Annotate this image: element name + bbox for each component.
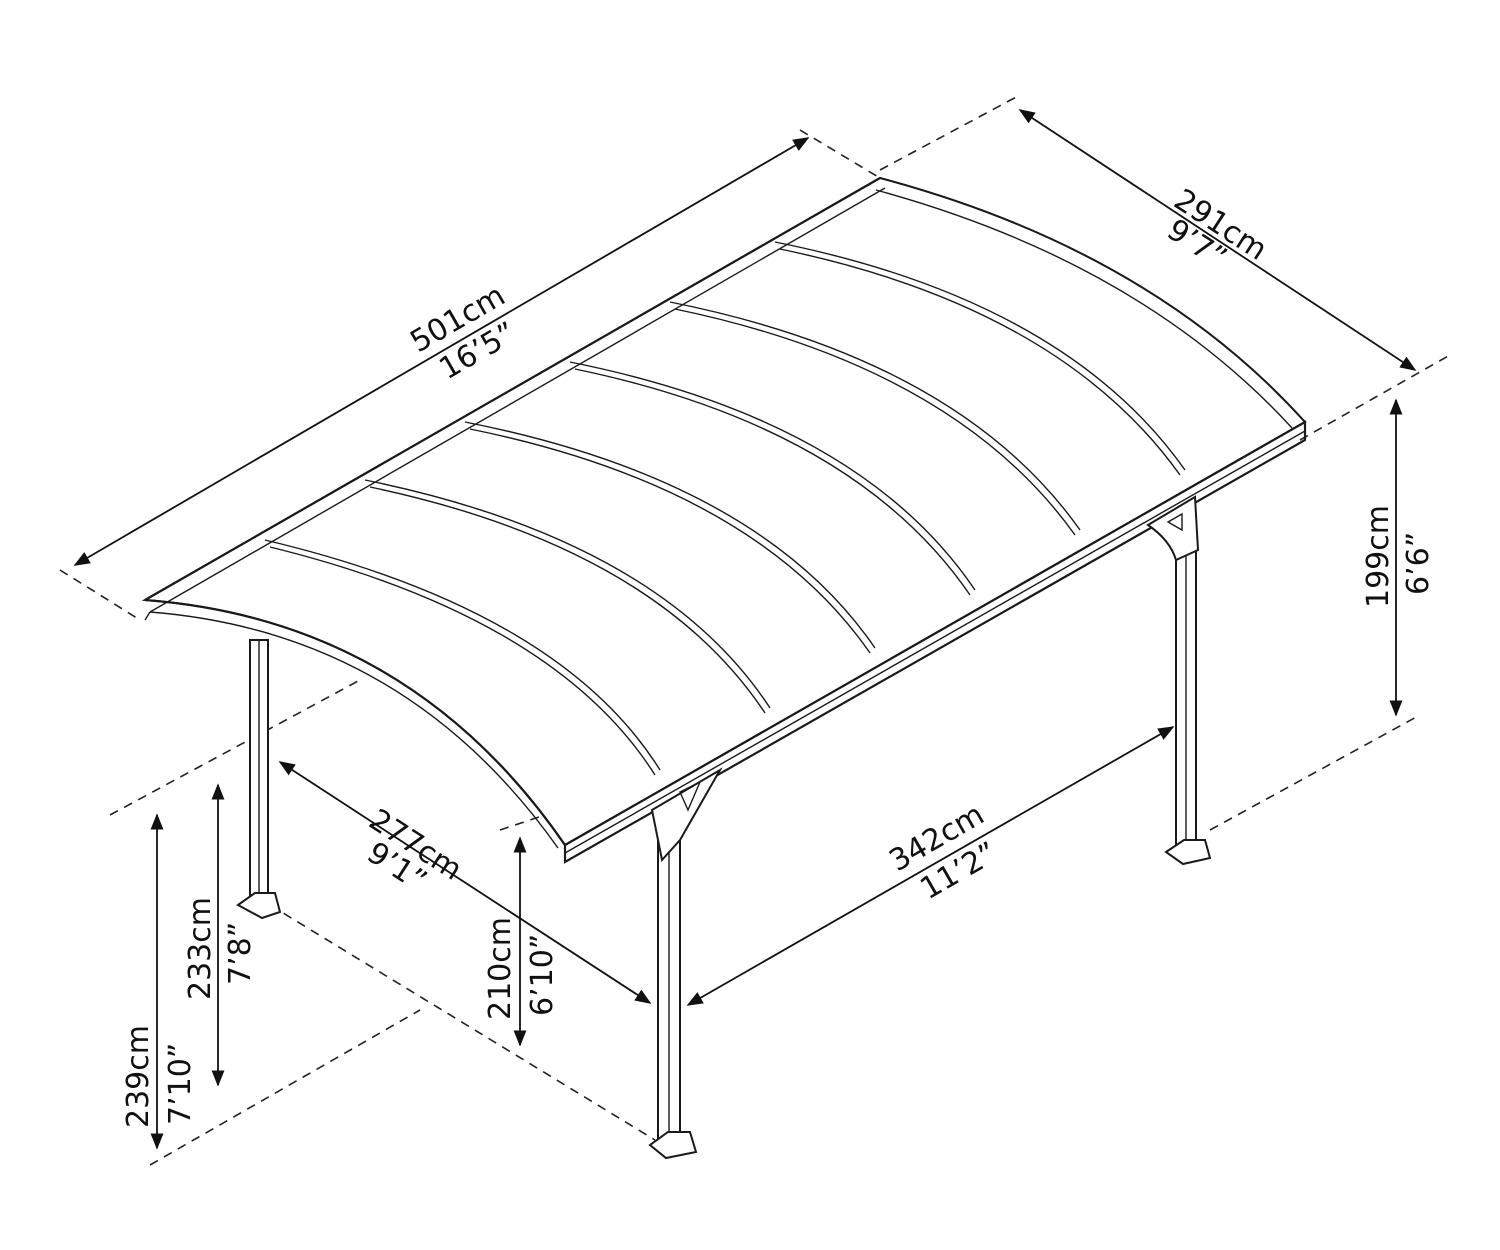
posts <box>236 495 1212 1160</box>
base-plate-rear-left <box>236 892 282 920</box>
label-post-height-metric: 233cm <box>183 897 218 1000</box>
label-rear-height-imperial: 6’6” <box>1401 532 1436 595</box>
label-max-height-imperial: 7’10” <box>163 1043 198 1125</box>
dim-depth-spacing-line <box>278 761 652 1004</box>
label-rear-height-metric: 199cm <box>1361 505 1396 608</box>
dim-length-line <box>73 137 810 566</box>
base-plate-front-left <box>648 1131 698 1160</box>
label-front-clearance-metric: 210cm <box>483 917 518 1020</box>
label-post-height-imperial: 7’8” <box>223 922 258 985</box>
label-front-clearance-imperial: 6’10” <box>525 934 560 1016</box>
dimension-lines <box>73 109 1417 1150</box>
dim-length-spacing-line <box>686 726 1175 1006</box>
dim-width-line <box>1018 109 1417 371</box>
base-plate-front-right <box>1164 839 1212 866</box>
label-max-height-metric: 239cm <box>121 1025 156 1128</box>
roof <box>141 176 1307 864</box>
bracket-front-right <box>1146 495 1200 562</box>
